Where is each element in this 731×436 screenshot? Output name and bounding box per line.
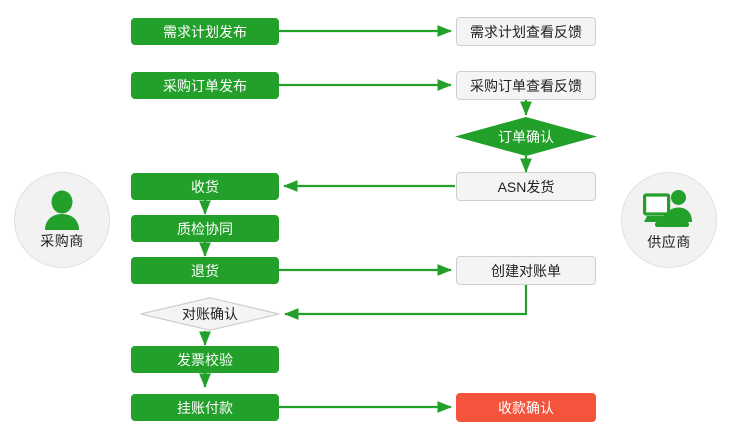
node-statement-confirm[interactable]: 对账确认 (140, 297, 280, 331)
node-asn-shipment[interactable]: ASN发货 (456, 172, 596, 201)
node-po-publish[interactable]: 采购订单发布 (131, 72, 279, 99)
node-quality-collab[interactable]: 质检协同 (131, 215, 279, 242)
person-at-computer-icon (643, 189, 695, 231)
node-invoice-verify[interactable]: 发票校验 (131, 346, 279, 373)
node-demand-plan-publish[interactable]: 需求计划发布 (131, 18, 279, 45)
node-payable-payment[interactable]: 挂账付款 (131, 394, 279, 421)
actor-supplier: 供应商 (621, 172, 717, 268)
node-order-confirm-label: 订单确认 (498, 128, 554, 145)
node-create-statement[interactable]: 创建对账单 (456, 256, 596, 285)
node-po-feedback[interactable]: 采购订单查看反馈 (456, 71, 596, 100)
node-receiving[interactable]: 收货 (131, 173, 279, 200)
actor-buyer: 采购商 (14, 172, 110, 268)
edge-statement-to-confirm (284, 285, 528, 320)
actor-supplier-label: 供应商 (647, 233, 691, 250)
node-return-goods[interactable]: 退货 (131, 257, 279, 284)
node-statement-confirm-label: 对账确认 (182, 306, 238, 322)
node-demand-plan-feedback[interactable]: 需求计划查看反馈 (456, 17, 596, 46)
node-receipt-confirm[interactable]: 收款确认 (456, 393, 596, 422)
actor-buyer-label: 采购商 (40, 232, 84, 249)
person-icon (41, 190, 83, 230)
diamond-shape (140, 297, 280, 331)
node-order-confirm[interactable]: 订单确认 (455, 117, 597, 156)
diamond-shape (455, 117, 597, 156)
